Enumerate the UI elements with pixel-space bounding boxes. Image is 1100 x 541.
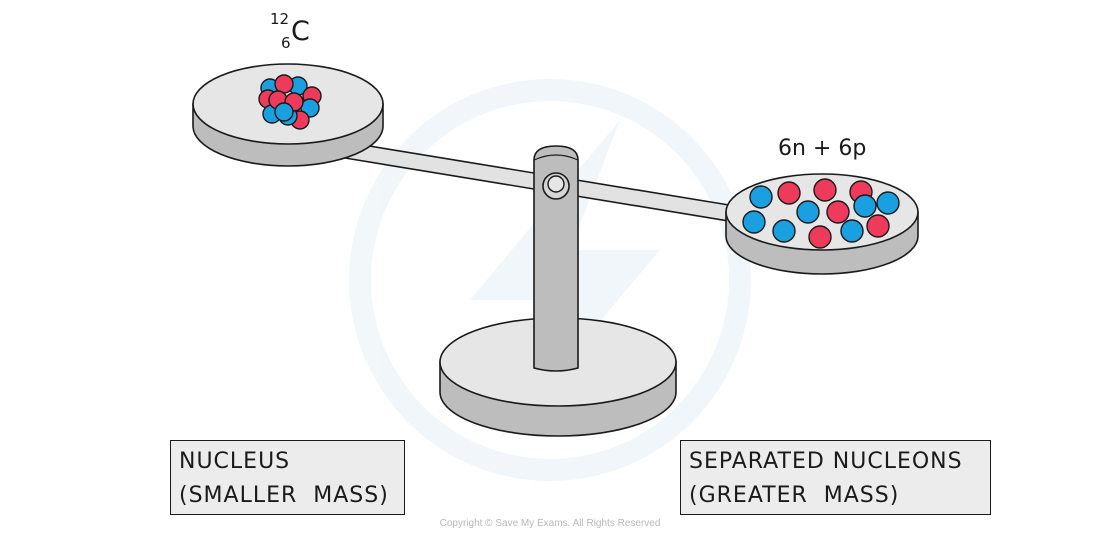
mass-number: 12 [270, 10, 290, 28]
copyright-notice: Copyright © Save My Exams. All Rights Re… [439, 518, 661, 529]
scale-post [533, 145, 579, 372]
atomic-number: 6 [281, 34, 291, 52]
proton [826, 200, 850, 224]
nucleon-count-label: 6n + 6p [778, 136, 867, 161]
proton [274, 74, 294, 94]
neutron [749, 185, 773, 209]
proton [808, 225, 832, 249]
greater-mass-label: (GREATER MASS) [689, 483, 900, 508]
neutron [876, 191, 900, 215]
neutron [742, 210, 766, 234]
nucleus-label-box: NUCLEUS (SMALLER MASS) [170, 440, 405, 515]
separated-nucleons [742, 178, 900, 249]
neutron [772, 219, 796, 243]
separated-nucleons-label: SEPARATED NUCLEONS [689, 449, 963, 474]
proton [813, 178, 837, 202]
neutron [853, 194, 877, 218]
proton [866, 214, 890, 238]
carbon-nucleus-cluster [258, 74, 322, 130]
neutron [274, 102, 294, 122]
neutron [796, 200, 820, 224]
smaller-mass-label: (SMALLER MASS) [179, 483, 389, 508]
proton [777, 181, 801, 205]
neutron [840, 219, 864, 243]
nucleus-label: NUCLEUS [179, 449, 291, 474]
isotope-notation: 12 6 C [270, 6, 330, 58]
separated-nucleons-label-box: SEPARATED NUCLEONS (GREATER MASS) [680, 440, 991, 515]
element-symbol: C [291, 16, 310, 47]
